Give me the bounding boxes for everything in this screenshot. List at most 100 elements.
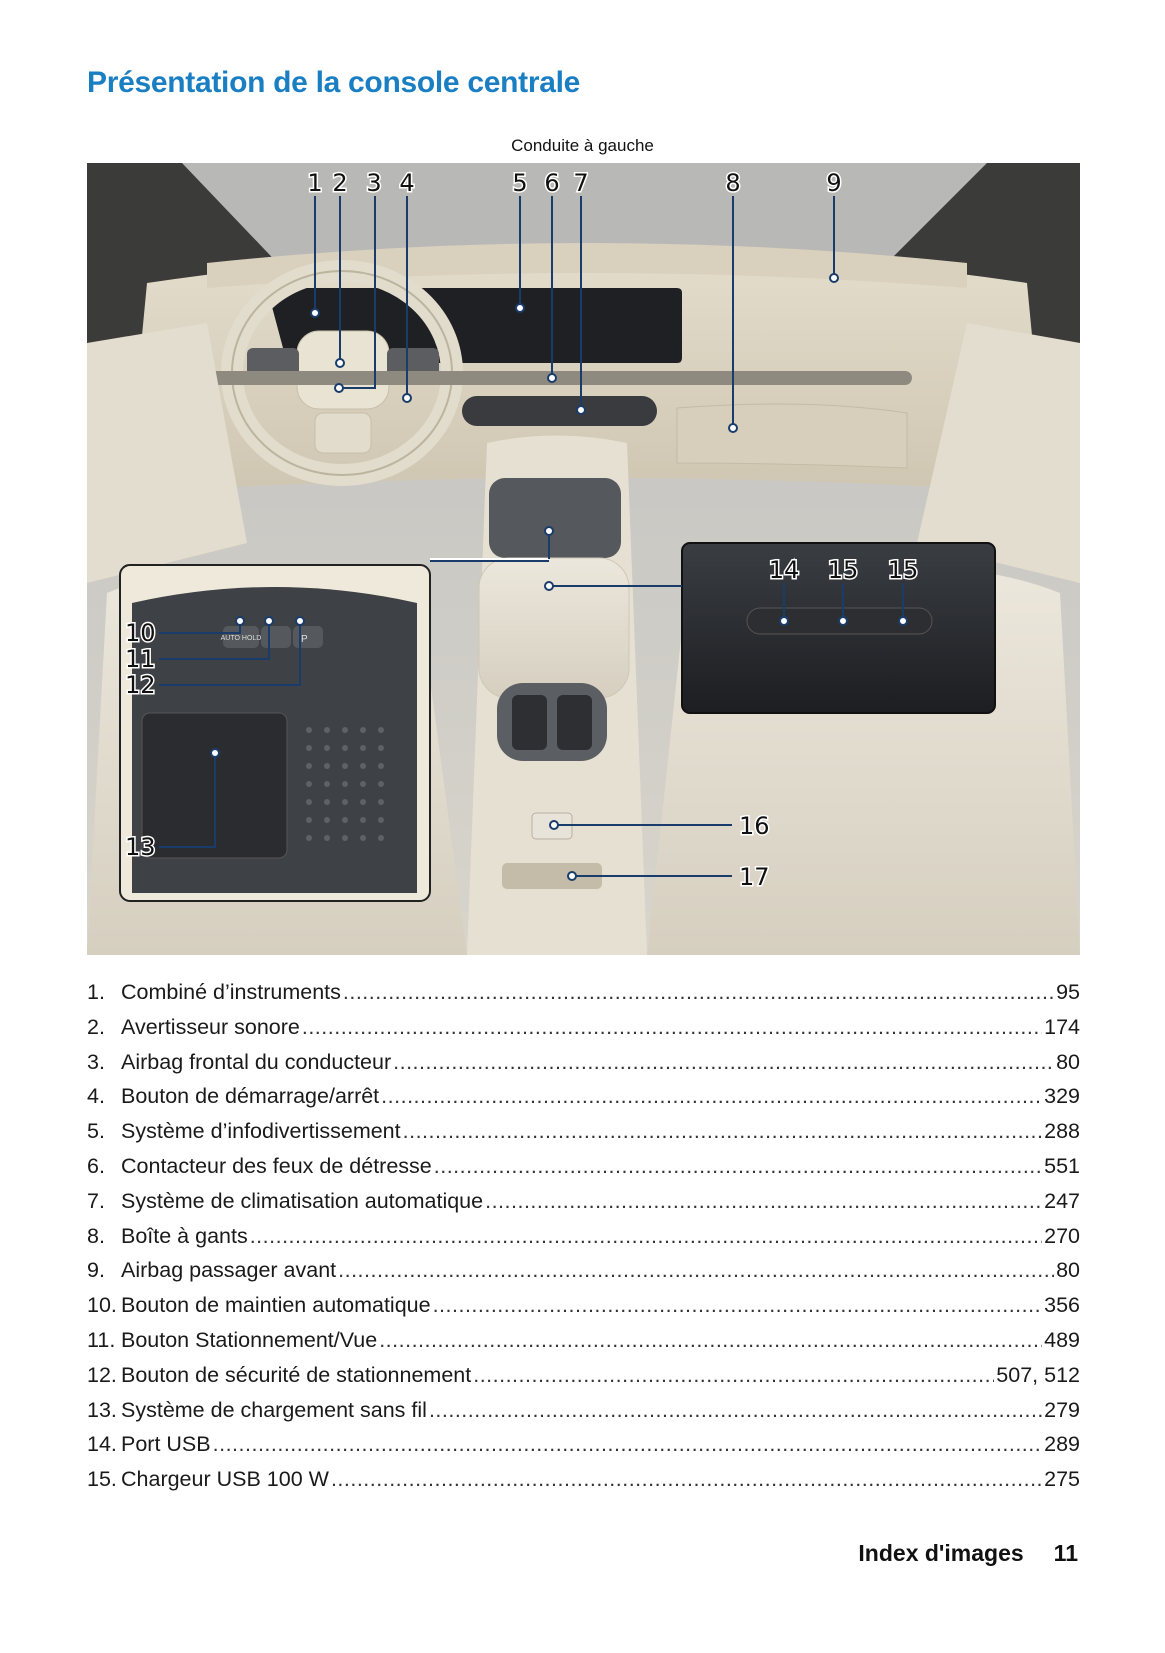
item-label: Système de climatisation automatique	[121, 1188, 484, 1213]
leader-lines	[159, 196, 904, 877]
list-item: 1.Combiné d’instruments95	[87, 980, 1080, 1015]
parking-view-button	[261, 626, 291, 648]
page-ref: 507, 512	[996, 1362, 1080, 1387]
dot-leader	[433, 1293, 1043, 1318]
right-wheel-controls	[387, 348, 439, 378]
item-label: Contacteur des feux de détresse	[121, 1153, 432, 1178]
dot-leader	[381, 1084, 1042, 1109]
list-item: 4.Bouton de démarrage/arrêt329	[87, 1084, 1080, 1119]
page-footer: Index d'images 11	[858, 1540, 1078, 1567]
dot-leader	[434, 1154, 1042, 1179]
item-label: Airbag frontal du conducteur	[121, 1049, 392, 1074]
page-ref: 329	[1044, 1084, 1080, 1109]
dot-leader	[429, 1398, 1042, 1423]
dashboard-illustration: AUTO HOLD P	[87, 163, 1080, 955]
item-label: Système d’infodivertissement	[121, 1119, 401, 1144]
callout-17: 17	[739, 863, 770, 891]
callout-1: 1	[307, 169, 322, 197]
list-item: 15.Chargeur USB 100 W275	[87, 1467, 1080, 1502]
callout-4: 4	[399, 169, 414, 197]
feature-index-list: 1.Combiné d’instruments95 2.Avertisseur …	[87, 980, 1080, 1502]
dot-leader	[379, 1328, 1042, 1353]
page-ref: 356	[1044, 1293, 1080, 1318]
callout-7: 7	[573, 169, 588, 197]
item-label: Combiné d’instruments	[121, 980, 341, 1004]
inset-wireless-charging: AUTO HOLD P	[119, 564, 431, 902]
list-item: 12.Bouton de sécurité de stationnement50…	[87, 1363, 1080, 1398]
parking-safety-button	[293, 626, 323, 648]
page-ref: 247	[1044, 1188, 1080, 1213]
list-item: 2.Avertisseur sonore174	[87, 1015, 1080, 1050]
item-label: Chargeur USB 100 W	[121, 1467, 329, 1492]
page-ref: 288	[1044, 1119, 1080, 1144]
list-item: 9.Airbag passager avant80	[87, 1258, 1080, 1293]
dashboard-drawing: AUTO HOLD P	[87, 163, 1080, 955]
list-item: 8.Boîte à gants270	[87, 1224, 1080, 1259]
left-wheel-controls	[247, 348, 299, 378]
parking-label: P	[301, 634, 308, 645]
glove-box	[676, 403, 908, 469]
dot-leader	[250, 1224, 1042, 1249]
item-label: Bouton de démarrage/arrêt	[121, 1084, 380, 1109]
console-top	[489, 478, 621, 558]
rear-outlet-panel	[502, 863, 602, 889]
dot-leader	[302, 1015, 1042, 1040]
left-door	[87, 323, 247, 583]
footer-section: Index d'images	[858, 1540, 1024, 1566]
page-ref: 275	[1044, 1467, 1080, 1492]
dot-leader	[338, 1258, 1054, 1283]
list-item: 13.Système de chargement sans fil279	[87, 1398, 1080, 1433]
callout-15-b: 15	[888, 556, 919, 584]
list-item: 7.Système de climatisation automatique24…	[87, 1189, 1080, 1224]
callout-12: 12	[125, 671, 156, 699]
callout-3: 3	[366, 169, 381, 197]
page-ref: 551	[1044, 1153, 1080, 1178]
callout-16: 16	[739, 812, 770, 840]
auto-hold-button	[223, 626, 259, 648]
list-item: 3.Airbag frontal du conducteur80	[87, 1050, 1080, 1085]
list-item: 6.Contacteur des feux de détresse551	[87, 1154, 1080, 1189]
dot-leader	[485, 1189, 1042, 1214]
item-label: Port USB	[121, 1432, 211, 1457]
item-label: Bouton Stationnement/Vue	[121, 1327, 378, 1352]
page-ref: 289	[1044, 1432, 1080, 1457]
callout-9: 9	[826, 169, 841, 197]
callout-15-a: 15	[828, 556, 859, 584]
callout-13: 13	[125, 833, 156, 861]
callout-8: 8	[725, 169, 740, 197]
list-item: 11.Bouton Stationnement/Vue489	[87, 1328, 1080, 1363]
auto-hold-label: AUTO HOLD	[221, 635, 262, 642]
dot-leader	[473, 1363, 994, 1388]
page-ref: 279	[1044, 1397, 1080, 1422]
callout-6: 6	[544, 169, 559, 197]
page-ref: 95	[1056, 980, 1080, 1004]
list-item: 10.Bouton de maintien automatique356	[87, 1293, 1080, 1328]
inset-usb-ports	[681, 542, 996, 714]
dot-leader	[343, 980, 1054, 1005]
page-ref: 80	[1056, 1258, 1080, 1283]
callout-11: 11	[125, 645, 156, 673]
climate-panel	[462, 396, 657, 426]
armrest	[478, 557, 630, 699]
dot-leader	[393, 1050, 1054, 1075]
callout-5: 5	[512, 169, 527, 197]
right-door	[917, 323, 1080, 583]
dot-leader	[331, 1467, 1042, 1492]
item-label: Avertisseur sonore	[121, 1014, 300, 1039]
callout-10: 10	[125, 619, 156, 647]
callout-2: 2	[332, 169, 347, 197]
dot-leader	[213, 1432, 1043, 1457]
item-label: Boîte à gants	[121, 1223, 248, 1248]
list-item: 14.Port USB289	[87, 1432, 1080, 1467]
page-ref: 174	[1044, 1014, 1080, 1039]
item-label: Système de chargement sans fil	[121, 1397, 427, 1422]
page-number: 11	[1053, 1540, 1078, 1566]
page-ref: 489	[1044, 1327, 1080, 1352]
item-label: Airbag passager avant	[121, 1258, 337, 1283]
dot-leader	[403, 1119, 1043, 1144]
callout-14: 14	[769, 556, 800, 584]
figure-caption: Conduite à gauche	[511, 136, 654, 155]
page-ref: 80	[1056, 1049, 1080, 1074]
item-label: Bouton de sécurité de stationnement	[121, 1362, 472, 1387]
list-item: 5.Système d’infodivertissement288	[87, 1119, 1080, 1154]
